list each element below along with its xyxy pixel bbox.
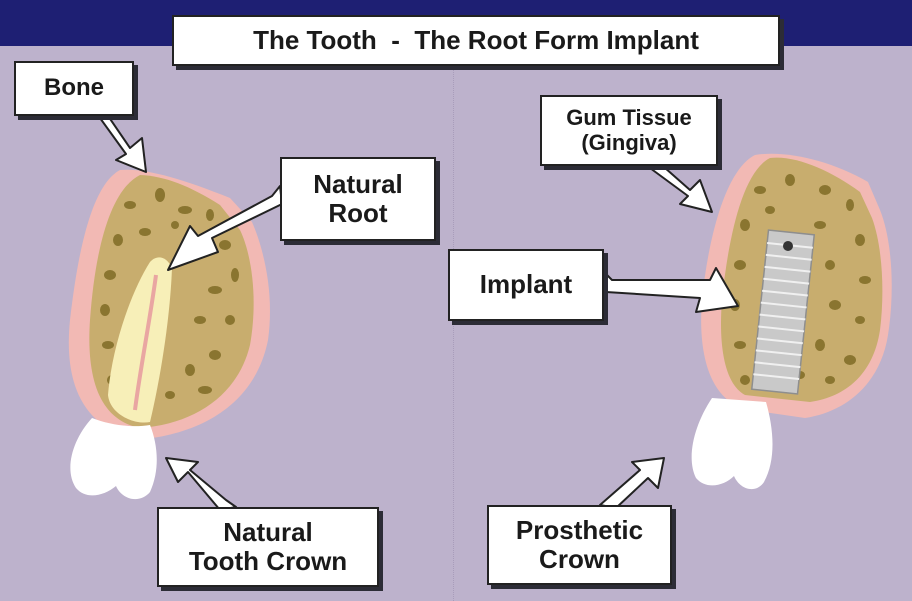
prosthetic-crown-shape (691, 398, 773, 490)
bone-label-text: Bone (44, 74, 104, 102)
natural-root-label-line1: Natural (313, 168, 403, 199)
prosthetic-crown-line2: Crown (539, 544, 620, 574)
implant-arrow (603, 267, 739, 313)
page-title-text: The Tooth - The Root Form Implant (253, 24, 699, 55)
natural-tooth-crown-line1: Natural (223, 516, 313, 547)
center-divider (453, 46, 454, 601)
root-canal (133, 274, 158, 411)
natural-crown-shape (70, 418, 157, 500)
prosthetic-crown-arrow (599, 457, 665, 509)
gum-tissue-label-line1: Gum Tissue (566, 104, 692, 130)
implant-screw (750, 229, 816, 395)
gum-tissue-arrow (639, 159, 713, 213)
implant-label-text: Implant (479, 269, 573, 300)
natural-tooth-crown-label: Natural Tooth Crown (157, 507, 379, 587)
natural-root-arrow (167, 185, 283, 271)
prosthetic-crown-line1: Prosthetic (515, 514, 644, 545)
page-title: The Tooth - The Root Form Implant (172, 15, 780, 66)
natural-root-label-line2: Root (328, 198, 388, 228)
implant-figure (691, 153, 892, 490)
natural-tooth-crown-line2: Tooth Crown (188, 546, 348, 576)
natural-root-label: Natural Root (280, 157, 436, 241)
bone-arrow (87, 109, 147, 173)
prosthetic-crown-label: Prosthetic Crown (487, 505, 672, 585)
natural-tooth-figure (68, 169, 270, 500)
natural-crown-arrow (165, 457, 237, 511)
natural-root (108, 257, 172, 423)
bone-label: Bone (14, 61, 134, 116)
implant-label: Implant (448, 249, 604, 321)
gum-tissue-label: Gum Tissue (Gingiva) (540, 95, 718, 166)
right-bone-spots (730, 174, 871, 385)
gum-tissue-label-line2: (Gingiva) (581, 129, 677, 155)
